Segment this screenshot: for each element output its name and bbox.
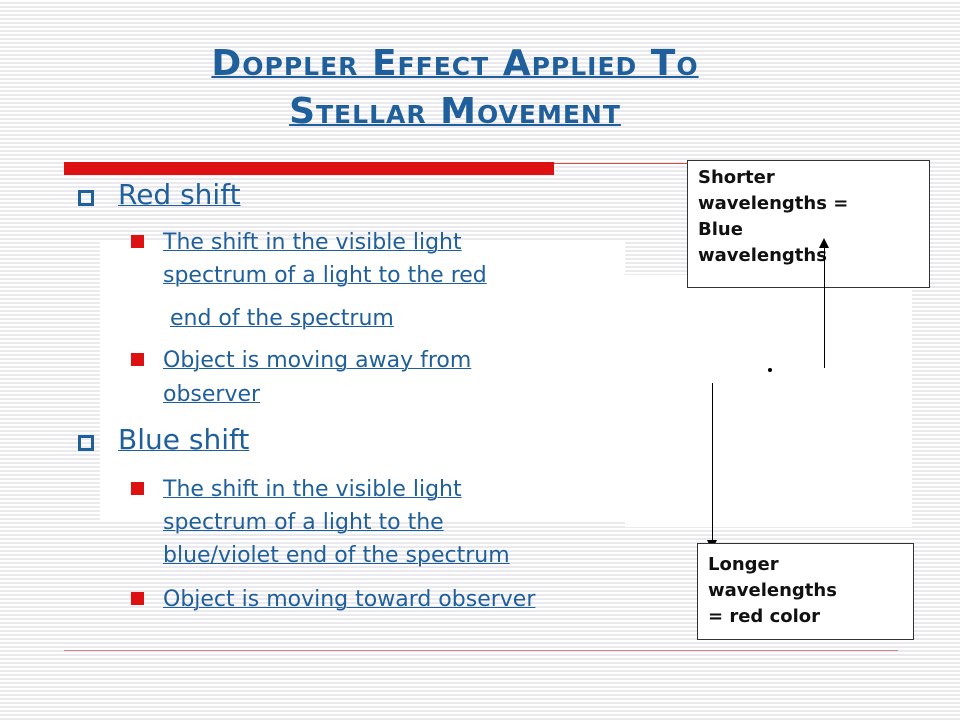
blue-shift-point1-line2: spectrum of a light to the (163, 510, 444, 535)
title-accent-bar (64, 162, 554, 175)
box-top-line-1: Shorter (698, 167, 775, 188)
red-shift-point1-line1: The shift in the visible light (163, 230, 462, 255)
blue-shift-point2-line1: Object is moving toward observer (163, 587, 536, 612)
square-bullet-icon (131, 353, 144, 366)
red-shift-point1-line3: end of the spectrum (170, 306, 394, 331)
content-panel (100, 240, 625, 520)
title-line-2: Stellar Movement (289, 91, 621, 132)
red-shift-point2-line1: Object is moving away from (163, 348, 472, 373)
box-top-line-2: wavelengths = (698, 193, 849, 214)
hollow-square-bullet-icon (78, 435, 94, 451)
blue-shift-point1-line1: The shift in the visible light (163, 477, 462, 502)
diagram-panel (625, 275, 912, 527)
hollow-square-bullet-icon (78, 190, 94, 206)
blue-shift-heading: Blue shift (118, 423, 250, 456)
square-bullet-icon (131, 482, 144, 495)
blue-shift-point1-line3: blue/violet end of the spectrum (163, 543, 510, 568)
box-bottom-line-1: Longer (708, 554, 779, 575)
longer-wavelength-box: Longer wavelengths = red color (697, 543, 914, 640)
box-bottom-line-2: wavelengths (708, 580, 837, 601)
down-arrow-line (712, 383, 713, 543)
box-top-line-4: wavelengths (698, 245, 827, 266)
up-arrow-line (824, 248, 825, 368)
red-shift-point2-line2: observer (163, 382, 261, 407)
box-top-line-3: Blue (698, 219, 743, 240)
arrow-up-icon (819, 238, 829, 248)
square-bullet-icon (131, 592, 144, 605)
red-shift-heading: Red shift (118, 178, 241, 211)
slide-title: Doppler Effect Applied To Stellar Moveme… (60, 40, 850, 136)
shorter-wavelength-box: Shorter wavelengths = Blue wavelengths (687, 160, 930, 288)
star-point (768, 368, 772, 372)
square-bullet-icon (131, 235, 144, 248)
footer-divider-line (64, 650, 898, 651)
title-line-1: Doppler Effect Applied To (211, 43, 699, 84)
red-shift-point1-line2: spectrum of a light to the red (163, 263, 487, 288)
box-bottom-line-3: = red color (708, 606, 821, 627)
